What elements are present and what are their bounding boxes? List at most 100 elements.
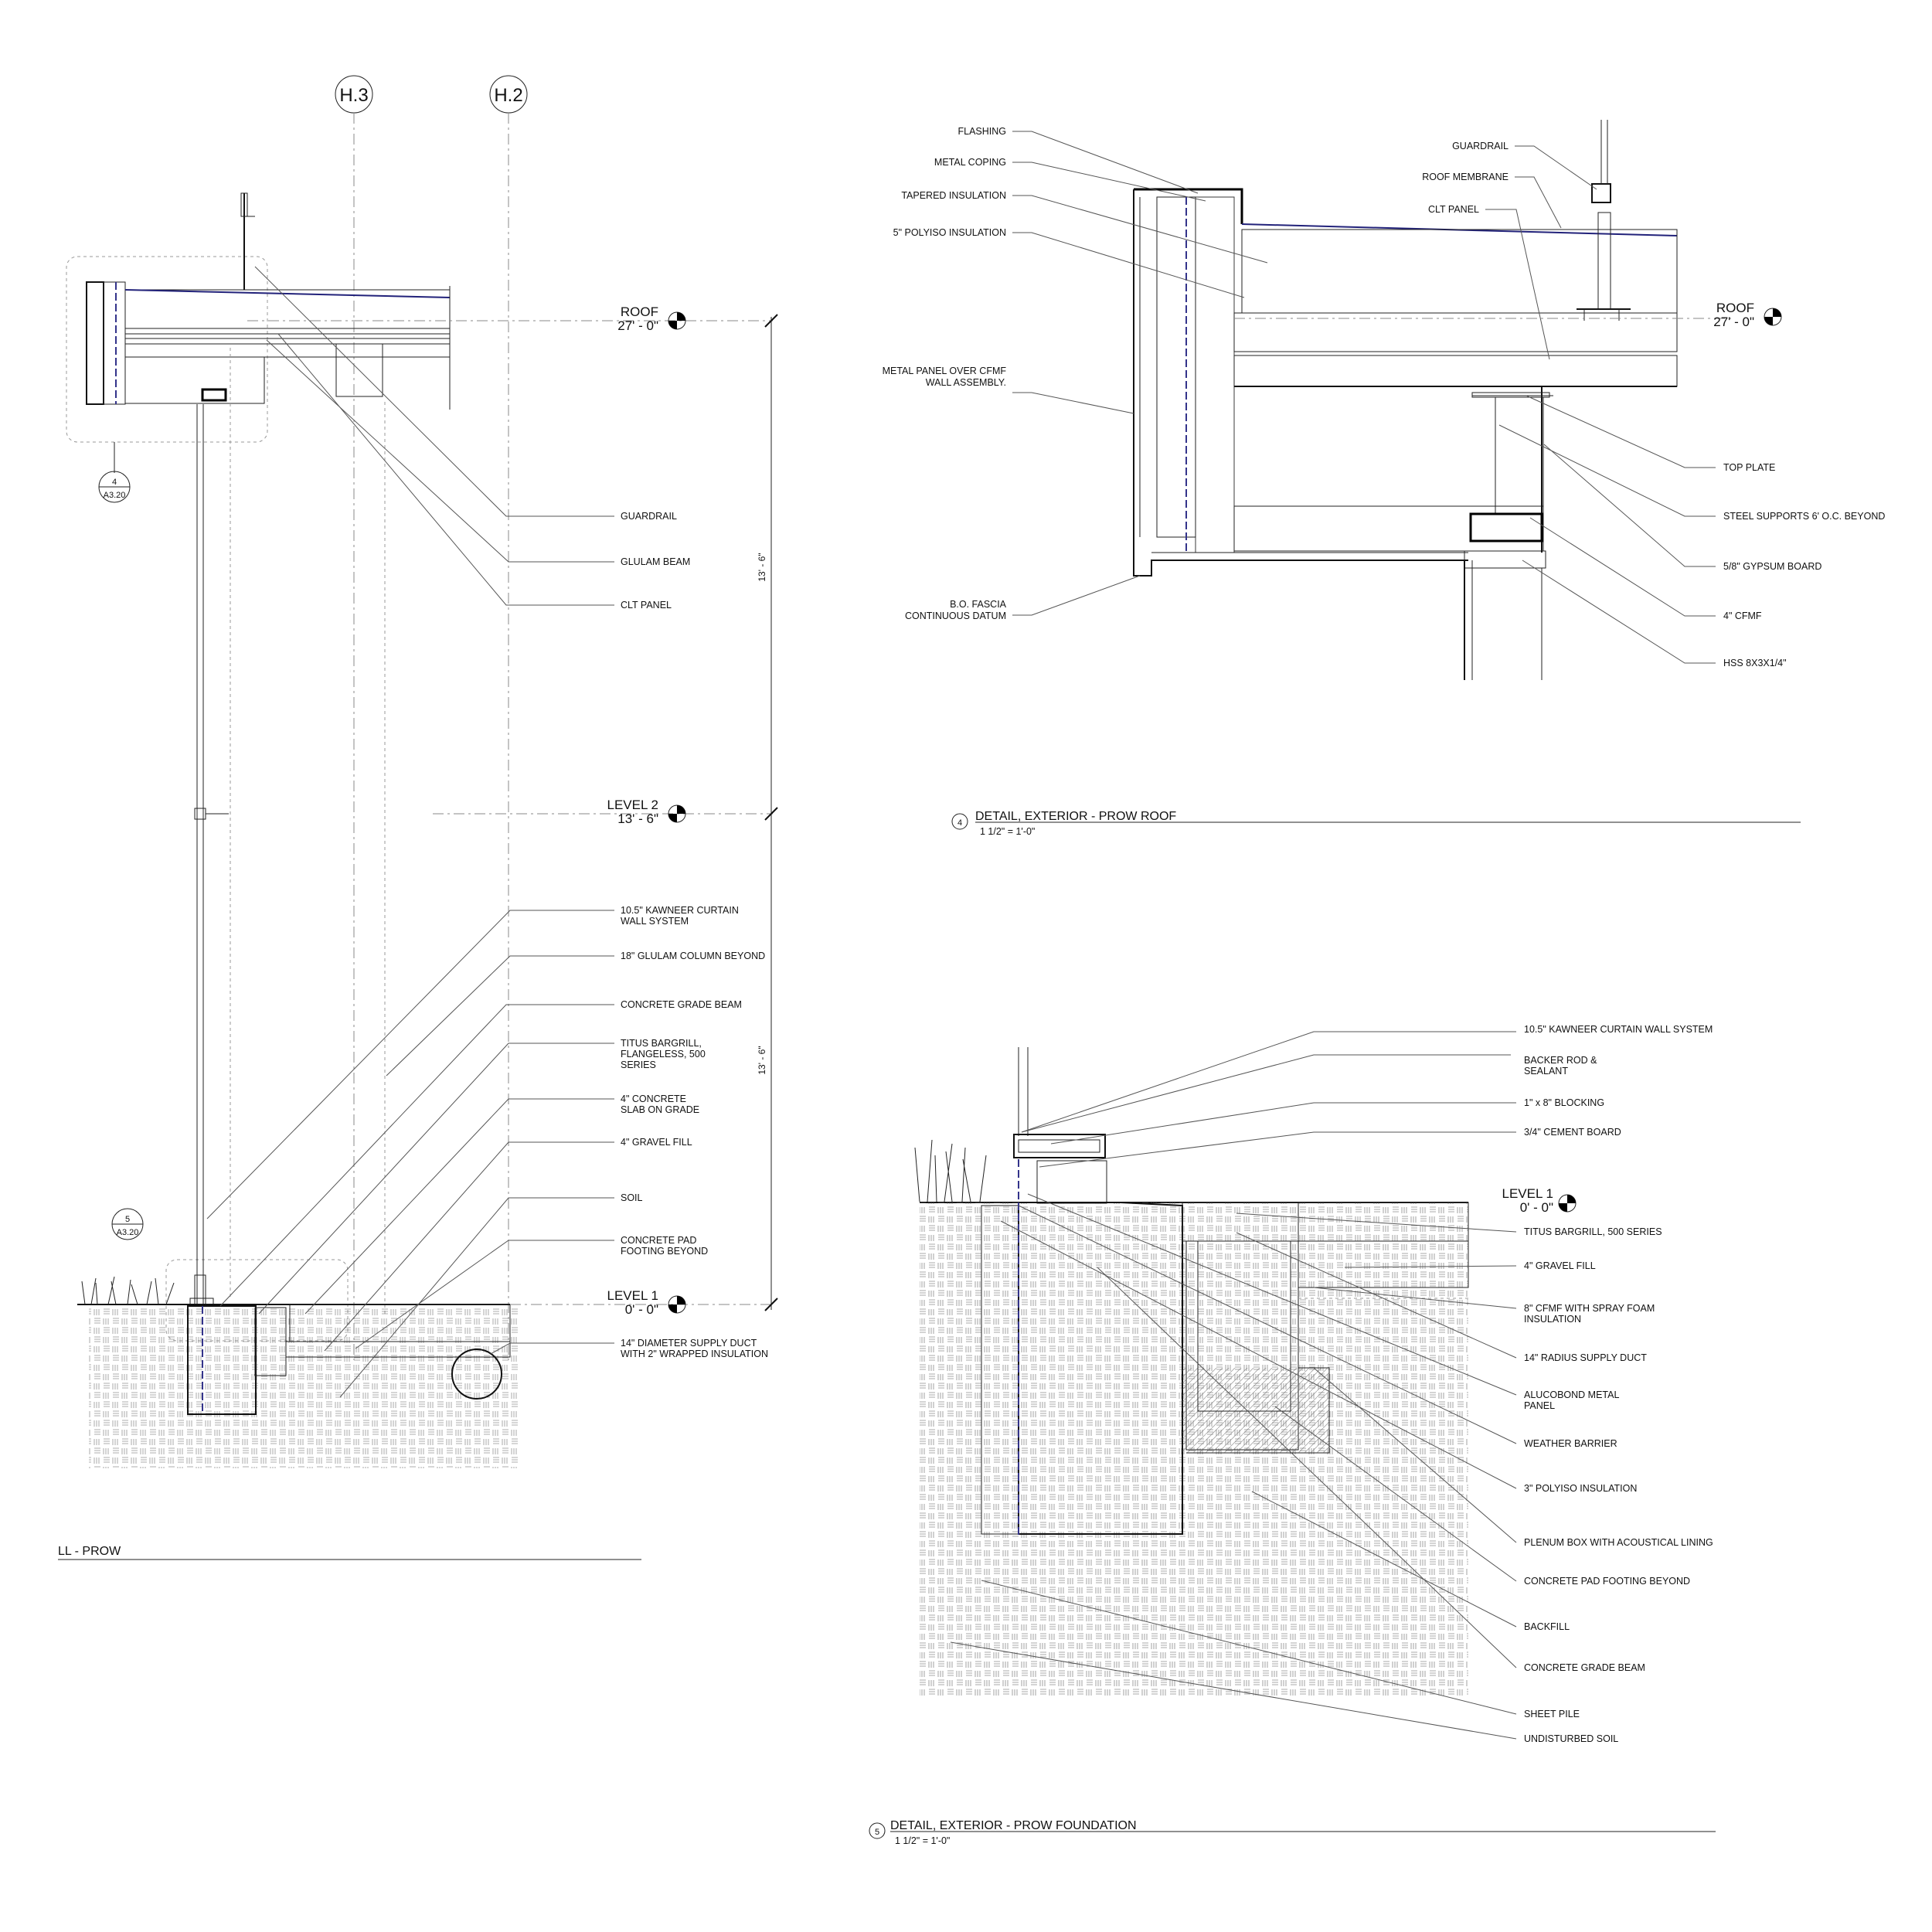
svg-text:4" CFMF: 4" CFMF	[1723, 611, 1762, 621]
svg-text:METAL COPING: METAL COPING	[934, 157, 1006, 168]
svg-text:TITUS BARGRILL,: TITUS BARGRILL,	[621, 1038, 702, 1049]
svg-text:3/4" CEMENT BOARD: 3/4" CEMENT BOARD	[1524, 1127, 1621, 1138]
svg-text:WALL SYSTEM: WALL SYSTEM	[621, 916, 689, 927]
svg-text:CONCRETE PAD: CONCRETE PAD	[621, 1235, 696, 1246]
svg-text:LEVEL 1: LEVEL 1	[1502, 1186, 1553, 1201]
svg-text:13' - 6": 13' - 6"	[617, 811, 658, 826]
foundation-detail-labels: 10.5" KAWNEER CURTAIN WALL SYSTEM BACKER…	[950, 1024, 1713, 1744]
svg-text:14" DIAMETER SUPPLY DUCT: 14" DIAMETER SUPPLY DUCT	[621, 1338, 757, 1349]
svg-text:27' - 0": 27' - 0"	[617, 318, 658, 333]
svg-text:WALL ASSEMBLY.: WALL ASSEMBLY.	[926, 377, 1006, 388]
svg-text:13' - 6": 13' - 6"	[757, 1046, 767, 1074]
svg-text:BACKER ROD &: BACKER ROD &	[1524, 1055, 1597, 1066]
svg-text:10.5" KAWNEER CURTAIN WALL SYS: 10.5" KAWNEER CURTAIN WALL SYSTEM	[1524, 1024, 1713, 1035]
label-clt-panel: CLT PANEL	[621, 600, 672, 611]
svg-text:1" x 8" BLOCKING: 1" x 8" BLOCKING	[1524, 1097, 1604, 1108]
roof-detail-title: 4 DETAIL, EXTERIOR - PROW ROOF 1 1/2" = …	[951, 810, 1801, 837]
svg-text:0' - 0": 0' - 0"	[1520, 1200, 1553, 1215]
svg-text:4: 4	[957, 818, 962, 828]
svg-text:1 1/2" = 1'-0": 1 1/2" = 1'-0"	[980, 826, 1035, 837]
svg-text:14" RADIUS SUPPLY DUCT: 14" RADIUS SUPPLY DUCT	[1524, 1352, 1647, 1363]
svg-text:ROOF MEMBRANE: ROOF MEMBRANE	[1422, 172, 1509, 182]
svg-text:18" GLULAM COLUMN BEYOND: 18" GLULAM COLUMN BEYOND	[621, 951, 765, 961]
svg-text:UNDISTURBED SOIL: UNDISTURBED SOIL	[1524, 1733, 1618, 1744]
svg-text:METAL PANEL OVER CFMF: METAL PANEL OVER CFMF	[883, 366, 1007, 376]
svg-text:5/8" GYPSUM BOARD: 5/8" GYPSUM BOARD	[1723, 561, 1821, 572]
svg-text:ROOF: ROOF	[621, 304, 658, 319]
label-glulam-beam: GLULAM BEAM	[621, 556, 690, 567]
svg-text:A3.20: A3.20	[104, 491, 126, 500]
svg-text:8" CFMF WITH SPRAY FOAM: 8" CFMF WITH SPRAY FOAM	[1524, 1303, 1655, 1314]
callout-box-foundation	[165, 1259, 349, 1342]
svg-text:5" POLYISO INSULATION: 5" POLYISO INSULATION	[893, 227, 1006, 238]
svg-text:LEVEL 1: LEVEL 1	[607, 1288, 658, 1303]
grid-label-h3: H.3	[339, 85, 368, 106]
glulam-beam-section	[335, 343, 383, 397]
level-2: LEVEL 2 13' - 6"	[433, 798, 773, 826]
svg-text:BACKFILL: BACKFILL	[1524, 1621, 1570, 1632]
svg-text:FLASHING: FLASHING	[957, 126, 1006, 137]
svg-text:1 1/2" = 1'-0": 1 1/2" = 1'-0"	[895, 1835, 950, 1846]
svg-text:5: 5	[875, 1828, 879, 1837]
svg-text:TITUS BARGRILL, 500 SERIES: TITUS BARGRILL, 500 SERIES	[1524, 1226, 1662, 1237]
callout-bubble-roof[interactable]: 4 A3.20	[98, 471, 131, 503]
svg-text:SERIES: SERIES	[621, 1060, 656, 1070]
svg-text:DETAIL, EXTERIOR - PROW FOUNDA: DETAIL, EXTERIOR - PROW FOUNDATION	[890, 1819, 1137, 1832]
svg-text:LEVEL 2: LEVEL 2	[607, 798, 658, 812]
svg-text:ALUCOBOND METAL: ALUCOBOND METAL	[1524, 1389, 1619, 1400]
level-roof: ROOF 27' - 0"	[247, 304, 773, 333]
foundation-detail-title: 5 DETAIL, EXTERIOR - PROW FOUNDATION 1 1…	[869, 1819, 1716, 1846]
svg-text:TAPERED INSULATION: TAPERED INSULATION	[901, 190, 1006, 201]
section-labels: GUARDRAIL GLULAM BEAM CLT PANEL 10.5" KA…	[206, 266, 768, 1398]
svg-text:GUARDRAIL: GUARDRAIL	[1452, 141, 1509, 151]
svg-text:4" GRAVEL FILL: 4" GRAVEL FILL	[621, 1137, 692, 1148]
callout-box-roof	[66, 256, 268, 443]
roof-assembly	[86, 192, 451, 410]
roof-detail-labels-right: GUARDRAIL ROOF MEMBRANE CLT PANEL TOP PL…	[1422, 141, 1885, 668]
svg-text:5: 5	[125, 1215, 130, 1224]
roof-detail-labels-left: FLASHING METAL COPING TAPERED INSULATION…	[883, 126, 1268, 621]
callout-bubble-foundation[interactable]: 5 A3.20	[111, 1208, 144, 1240]
prow-foundation-detail: LEVEL 1 0' - 0" 10.5" KAWNEER CURTAIN WA…	[869, 1024, 1716, 1846]
svg-text:4" CONCRETE: 4" CONCRETE	[621, 1094, 686, 1104]
svg-text:DETAIL, EXTERIOR - PROW ROOF: DETAIL, EXTERIOR - PROW ROOF	[975, 810, 1176, 823]
svg-text:WEATHER BARRIER: WEATHER BARRIER	[1524, 1438, 1617, 1449]
svg-text:3" POLYISO INSULATION: 3" POLYISO INSULATION	[1524, 1483, 1637, 1494]
svg-text:SLAB ON GRADE: SLAB ON GRADE	[621, 1104, 699, 1115]
svg-text:13' - 6": 13' - 6"	[757, 553, 767, 581]
svg-text:CONCRETE GRADE BEAM: CONCRETE GRADE BEAM	[1524, 1662, 1645, 1673]
svg-text:A3.20: A3.20	[117, 1228, 139, 1237]
foundation-assembly	[77, 1276, 518, 1468]
svg-text:CONTINUOUS DATUM: CONTINUOUS DATUM	[905, 611, 1006, 621]
label-guardrail: GUARDRAIL	[621, 511, 677, 522]
svg-text:4" GRAVEL FILL: 4" GRAVEL FILL	[1524, 1260, 1596, 1271]
svg-text:STEEL SUPPORTS 6' O.C. BEYOND: STEEL SUPPORTS 6' O.C. BEYOND	[1723, 511, 1885, 522]
svg-text:PANEL: PANEL	[1524, 1400, 1555, 1411]
grid-line-h3: H.3	[335, 75, 373, 1360]
svg-text:SOIL: SOIL	[621, 1192, 643, 1203]
grid-label-h2: H.2	[494, 85, 522, 106]
svg-text:CONCRETE PAD FOOTING BEYOND: CONCRETE PAD FOOTING BEYOND	[1524, 1576, 1690, 1587]
svg-text:4: 4	[112, 478, 117, 487]
section-title: LL - PROW	[58, 1545, 641, 1560]
svg-text:ROOF: ROOF	[1716, 301, 1754, 315]
svg-text:CONCRETE GRADE BEAM: CONCRETE GRADE BEAM	[621, 999, 742, 1010]
curtain-wall	[189, 348, 386, 1314]
svg-text:PLENUM BOX WITH ACOUSTICAL LIN: PLENUM BOX WITH ACOUSTICAL LINING	[1524, 1537, 1713, 1548]
svg-text:CLT PANEL: CLT PANEL	[1428, 204, 1479, 215]
prow-roof-detail: ROOF 27' - 0" FLASHING METAL COPING TAPE…	[883, 120, 1885, 837]
level-1: LEVEL 1 0' - 0"	[510, 1288, 773, 1317]
svg-text:B.O. FASCIA: B.O. FASCIA	[950, 599, 1007, 610]
svg-text:TOP PLATE: TOP PLATE	[1723, 462, 1775, 473]
svg-text:INSULATION: INSULATION	[1524, 1314, 1581, 1325]
wall-section-prow: H.3 H.2 4 A3.20 5 A3.20	[58, 75, 778, 1560]
dimension-string: 13' - 6" 13' - 6"	[757, 314, 778, 1311]
svg-text:FOOTING BEYOND: FOOTING BEYOND	[621, 1246, 708, 1257]
svg-text:0' - 0": 0' - 0"	[625, 1302, 658, 1317]
svg-text:SHEET PILE: SHEET PILE	[1524, 1709, 1580, 1719]
svg-text:FLANGELESS, 500: FLANGELESS, 500	[621, 1049, 706, 1060]
svg-text:LL - PROW: LL - PROW	[58, 1545, 121, 1558]
svg-text:WITH 2" WRAPPED INSULATION: WITH 2" WRAPPED INSULATION	[621, 1349, 768, 1359]
svg-text:SEALANT: SEALANT	[1524, 1066, 1568, 1077]
